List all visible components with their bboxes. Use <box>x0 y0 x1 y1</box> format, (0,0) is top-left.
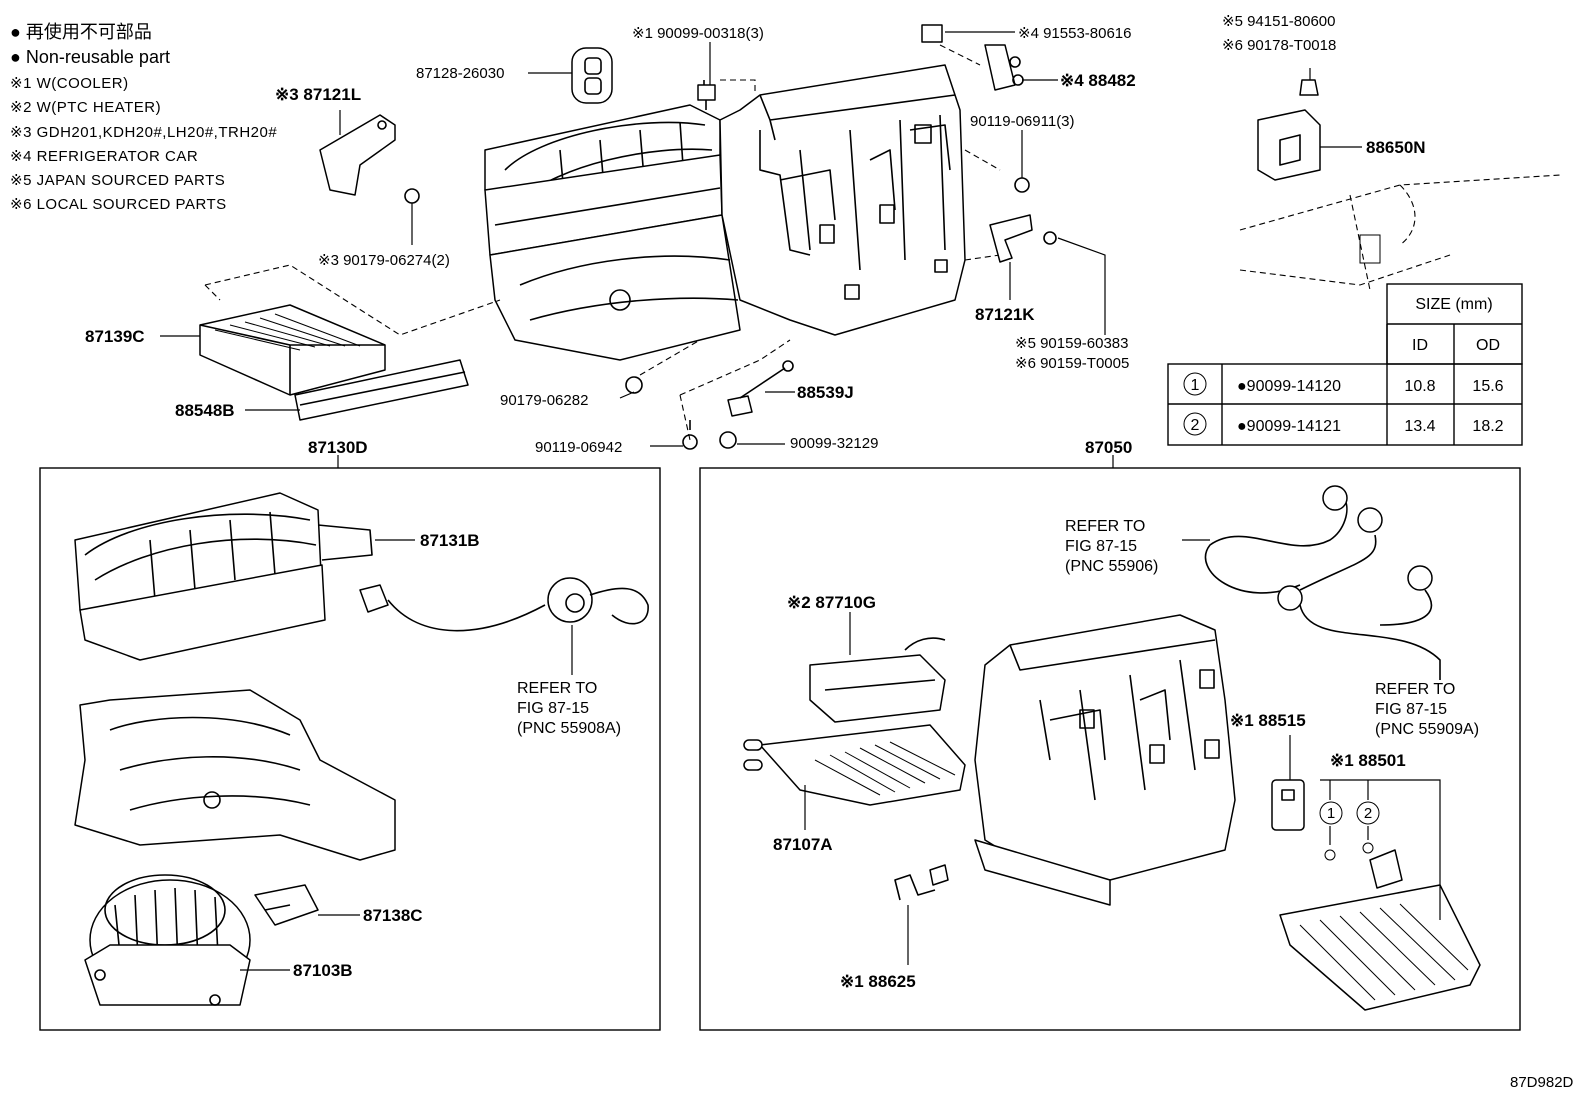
label-87121L: ※3 87121L <box>275 85 361 104</box>
label-88539J: 88539J <box>797 383 854 402</box>
legend-line-8: ※6 LOCAL SOURCED PARTS <box>10 196 227 213</box>
label-87050: 87050 <box>1085 438 1132 457</box>
evap-circle-2: 2 <box>1364 805 1372 822</box>
legend: ● 再使用不可部品 ● Non-reusable part ※1 W(COOLE… <box>10 22 277 213</box>
small-parts-top <box>319 24 1057 450</box>
label-90119-06911: 90119-06911(3) <box>970 113 1075 130</box>
heater-assembly-drawing <box>743 485 1481 1011</box>
legend-line-4: ※2 W(PTC HEATER) <box>10 99 161 116</box>
refer-right-line-3: (PNC 55909A) <box>1375 721 1479 738</box>
legend-line-2: ● Non-reusable part <box>10 47 170 67</box>
label-90159-60383: ※5 90159-60383 <box>1015 335 1129 352</box>
legend-line-7: ※5 JAPAN SOURCED PARTS <box>10 172 225 189</box>
unit-88650N-drawing <box>1239 79 1561 291</box>
label-90159-T0005: ※6 90159-T0005 <box>1015 355 1129 372</box>
label-88482: ※4 88482 <box>1060 71 1136 90</box>
size-row-1-id: 10.8 <box>1404 378 1435 395</box>
refer-mid-line-3: (PNC 55906) <box>1065 558 1158 575</box>
filter-cover-drawing <box>294 359 469 421</box>
refer-to-mid: REFER TO FIG 87-15 (PNC 55906) <box>1065 518 1158 575</box>
evap-circle-1: 1 <box>1327 805 1335 822</box>
label-87139C: 87139C <box>85 327 145 346</box>
label-91553-80616: ※4 91553-80616 <box>1018 25 1132 42</box>
legend-line-1: ● 再使用不可部品 <box>10 22 152 42</box>
label-87128-26030: 87128-26030 <box>416 65 504 82</box>
size-table-title: SIZE (mm) <box>1415 296 1492 313</box>
label-87107A: 87107A <box>773 835 833 854</box>
label-90099-32129: 90099-32129 <box>790 435 878 452</box>
refer-mid-line-2: FIG 87-15 <box>1065 538 1137 555</box>
label-87138C: 87138C <box>363 906 423 925</box>
label-90099-00318: ※1 90099-00318(3) <box>632 25 764 42</box>
diagram-id: 87D982D <box>1510 1074 1574 1091</box>
legend-line-5: ※3 GDH201,KDH20#,LH20#,TRH20# <box>10 124 277 141</box>
label-87130D: 87130D <box>308 438 368 457</box>
group-box-87050 <box>699 467 1521 1031</box>
label-87131B: 87131B <box>420 531 480 550</box>
refer-mid-line-1: REFER TO <box>1065 518 1145 535</box>
filter-drawing <box>199 304 386 396</box>
label-88501: ※1 88501 <box>1330 751 1406 770</box>
refer-right-line-2: FIG 87-15 <box>1375 701 1447 718</box>
part-labels: ※3 87121L ※3 90179-06274(2) 87128-26030 … <box>85 13 1574 1091</box>
size-table-col-od: OD <box>1476 337 1500 354</box>
size-row-2-part: ●90099-14121 <box>1237 418 1341 435</box>
size-row-2-id: 13.4 <box>1404 418 1435 435</box>
top-assembly-drawing <box>204 44 1001 441</box>
refer-left-line-1: REFER TO <box>517 680 597 697</box>
refer-right-line-1: REFER TO <box>1375 681 1455 698</box>
label-87710G: ※2 87710G <box>787 593 876 612</box>
label-88650N: 88650N <box>1366 138 1426 157</box>
refer-left-line-3: (PNC 55908A) <box>517 720 621 737</box>
label-87103B: 87103B <box>293 961 353 980</box>
size-row-1-od: 15.6 <box>1472 378 1503 395</box>
label-87121K: 87121K <box>975 305 1035 324</box>
label-88625: ※1 88625 <box>840 972 916 991</box>
size-row-2-od: 18.2 <box>1472 418 1503 435</box>
size-row-2-no: 2 <box>1191 417 1200 434</box>
refer-to-right: REFER TO FIG 87-15 (PNC 55909A) <box>1375 681 1479 738</box>
blower-assembly-drawing <box>74 492 649 1006</box>
label-90179-06274: ※3 90179-06274(2) <box>318 252 450 269</box>
size-row-1-no: 1 <box>1191 377 1200 394</box>
refer-to-left: REFER TO FIG 87-15 (PNC 55908A) <box>517 680 621 737</box>
legend-line-3: ※1 W(COOLER) <box>10 75 129 92</box>
group-box-87130D <box>39 467 661 1031</box>
label-90179-06282: 90179-06282 <box>500 392 588 409</box>
label-88515: ※1 88515 <box>1230 711 1306 730</box>
size-table: SIZE (mm) ID OD 1 ●90099-14120 10.8 15.6… <box>1167 283 1523 446</box>
label-90119-06942: 90119-06942 <box>535 439 622 456</box>
leader-lines <box>160 31 1441 971</box>
label-88548B: 88548B <box>175 401 235 420</box>
label-90178-T0018: ※6 90178-T0018 <box>1222 37 1336 54</box>
size-row-1-part: ●90099-14120 <box>1237 378 1341 395</box>
refer-left-line-2: FIG 87-15 <box>517 700 589 717</box>
legend-line-6: ※4 REFRIGERATOR CAR <box>10 148 198 165</box>
size-table-col-id: ID <box>1412 337 1428 354</box>
label-94151-80600: ※5 94151-80600 <box>1222 13 1336 30</box>
